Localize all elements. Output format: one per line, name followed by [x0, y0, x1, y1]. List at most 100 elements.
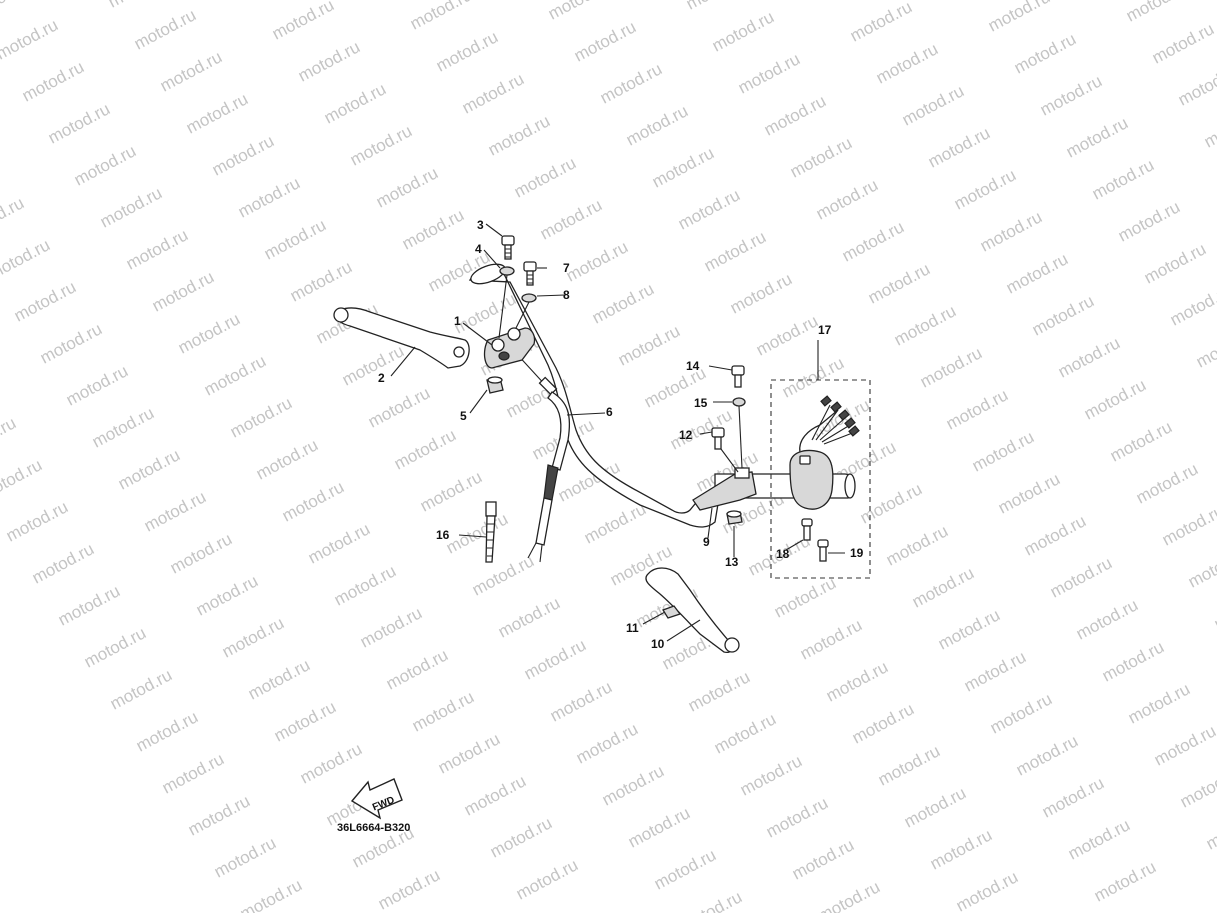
leader-lines [390, 223, 845, 642]
watermark-text: motod.ru [0, 235, 53, 283]
nut-13 [726, 510, 743, 525]
watermark-text: motod.ru [297, 739, 365, 787]
watermark-text: motod.ru [1003, 249, 1071, 297]
watermark-text: motod.ru [37, 319, 105, 367]
watermark-text: motod.ru [45, 99, 113, 147]
watermark-text: motod.ru [201, 351, 269, 399]
watermark-text: motod.ru [375, 865, 443, 913]
watermark-text: motod.ru [677, 887, 745, 913]
watermark-text: motod.ru [1115, 197, 1183, 245]
bolt-7 [523, 261, 537, 286]
watermark-text: motod.ru [873, 39, 941, 87]
watermark-text: motod.ru [159, 749, 227, 797]
watermark-text: motod.ru [1167, 281, 1217, 329]
watermark-text: motod.ru [63, 361, 131, 409]
watermark-text: motod.ru [1159, 501, 1217, 549]
watermark-text: motod.ru [753, 311, 821, 359]
watermark-text: motod.ru [513, 855, 581, 903]
watermark-text: motod.ru [953, 867, 1021, 913]
watermark-text: motod.ru [321, 79, 389, 127]
watermark-text: motod.ru [985, 0, 1053, 36]
watermark-text: motod.ru [735, 49, 803, 97]
watermark-text: motod.ru [787, 133, 855, 181]
watermark-text: motod.ru [1011, 29, 1079, 77]
watermark-text: motod.ru [19, 57, 87, 105]
cable-tie [485, 501, 497, 563]
callout-15: 15 [694, 396, 708, 410]
watermark-text: motod.ru [443, 509, 511, 557]
watermark-text: motod.ru [683, 0, 751, 14]
watermark-text: motod.ru [1089, 155, 1157, 203]
callout-16: 16 [436, 528, 450, 542]
watermark-text: motod.ru [141, 487, 209, 535]
watermark-text: motod.ru [287, 257, 355, 305]
brake-lever [645, 567, 740, 654]
watermark-text: motod.ru [667, 405, 735, 453]
watermark-text: motod.ru [789, 835, 857, 883]
watermark-text: motod.ru [211, 833, 279, 881]
watermark-text: motod.ru [105, 0, 173, 12]
watermark-text: motod.ru [623, 101, 691, 149]
watermark-text: motod.ru [1201, 103, 1217, 151]
watermark-text: motod.ru [547, 677, 615, 725]
watermark-text: motod.ru [469, 551, 537, 599]
watermark-text: motod.ru [185, 791, 253, 839]
callout-18: 18 [776, 547, 790, 561]
watermark-text: motod.ru [1175, 61, 1217, 109]
switch-assembly-box [770, 379, 871, 579]
watermark-text: motod.ru [1073, 595, 1141, 643]
watermark-text: motod.ru [573, 719, 641, 767]
watermark-text: motod.ru [269, 0, 337, 44]
watermark-text: motod.ru [1107, 417, 1175, 465]
watermark-text: motod.ru [995, 469, 1063, 517]
watermark-text: motod.ru [701, 227, 769, 275]
watermark-text: motod.ru [81, 623, 149, 671]
watermark-text: motod.ru [97, 183, 165, 231]
watermark-text: motod.ru [521, 635, 589, 683]
watermark-text: motod.ru [391, 425, 459, 473]
callout-17: 17 [818, 323, 832, 337]
watermark-text: motod.ru [675, 185, 743, 233]
watermark-text: motod.ru [899, 81, 967, 129]
watermark-text: motod.ru [237, 875, 305, 913]
callout-14: 14 [686, 359, 700, 373]
nut-5 [486, 376, 504, 394]
watermark-text: motod.ru [1037, 71, 1105, 119]
watermark-text: motod.ru [235, 173, 303, 221]
watermark-text: motod.ru [1177, 763, 1217, 811]
handlebar-assembly [333, 223, 871, 654]
watermark-text: motod.ru [365, 383, 433, 431]
watermark-text: motod.ru [599, 761, 667, 809]
watermark-text: motod.ru [193, 571, 261, 619]
watermark-text: motod.ru [589, 279, 657, 327]
watermark-text: motod.ru [1141, 239, 1209, 287]
watermark-text: motod.ru [917, 343, 985, 391]
watermark-text: motod.ru [435, 729, 503, 777]
watermark-text: motod.ru [0, 455, 45, 503]
watermark-text: motod.ru [495, 593, 563, 641]
clutch-lever [333, 307, 470, 369]
watermark-text: motod.ru [407, 0, 475, 34]
watermark-text: motod.ru [209, 131, 277, 179]
watermark-text: motod.ru [487, 813, 555, 861]
watermark-text: motod.ru [839, 217, 907, 265]
watermark-text: motod.ru [0, 0, 35, 22]
watermark-text: motod.ru [943, 385, 1011, 433]
watermark-text: motod.ru [331, 561, 399, 609]
watermark-text: motod.ru [771, 573, 839, 621]
drawing-code: 36L6664-B320 [337, 822, 410, 834]
callout-2: 2 [378, 371, 385, 385]
watermark-text: motod.ru [227, 393, 295, 441]
watermark-text: motod.ru [89, 403, 157, 451]
screw-18 [801, 518, 813, 541]
watermark-text: motod.ru [409, 687, 477, 735]
callout-3: 3 [477, 218, 484, 232]
watermark-text: motod.ru [1063, 113, 1131, 161]
bolt-3 [501, 235, 515, 260]
watermark-text: motod.ru [1149, 19, 1217, 67]
callout-5: 5 [460, 409, 467, 423]
screw-19 [817, 539, 829, 562]
watermark-text: motod.ru [0, 15, 61, 63]
watermark-text: motod.ru [115, 445, 183, 493]
